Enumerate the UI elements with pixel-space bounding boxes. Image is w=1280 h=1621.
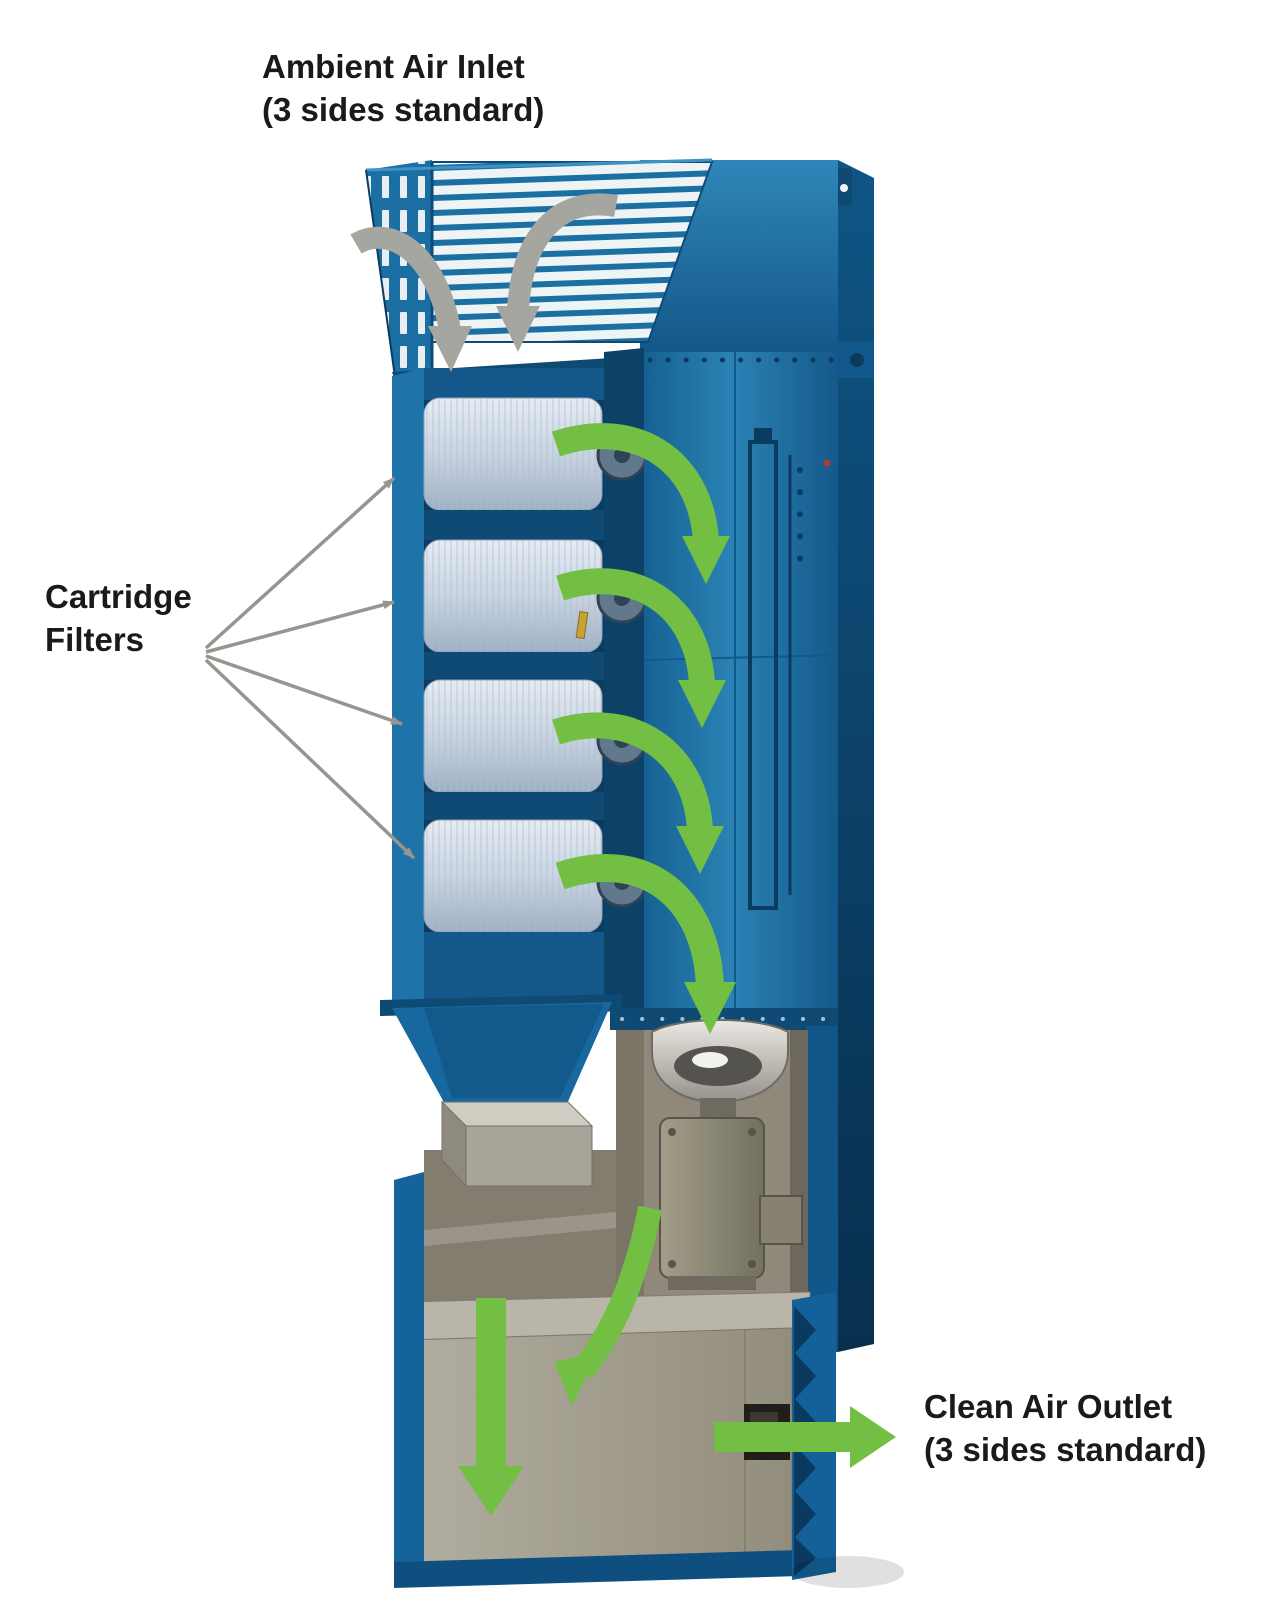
filter-top-beam bbox=[424, 368, 604, 400]
cartridge-filter-1 bbox=[423, 397, 603, 511]
filter-pointer-1 bbox=[204, 476, 396, 650]
filter-pointer-2 bbox=[205, 600, 395, 654]
cartridge-filters-label-line2: Filters bbox=[45, 620, 145, 658]
clean-air-outlet-label-line2: (3 sides standard) bbox=[924, 1430, 1207, 1468]
ambient-air-inlet-label-line2: (3 sides standard) bbox=[262, 90, 545, 128]
clean-air-down-arrow bbox=[458, 1298, 524, 1516]
clean-air-outlet-label-line1: Clean Air Outlet bbox=[924, 1388, 1173, 1425]
cartridge-filter-3 bbox=[423, 679, 603, 793]
cartridge-filter-2 bbox=[423, 539, 603, 653]
indicator-dot bbox=[823, 459, 831, 467]
right-side-panel bbox=[836, 160, 874, 1352]
green-flow-arrows bbox=[458, 423, 896, 1516]
lift-tab-hole bbox=[840, 184, 848, 192]
filter-bottom-panel bbox=[424, 932, 604, 1004]
cabinet-left-frame bbox=[394, 1172, 424, 1582]
motor-bolt bbox=[748, 1260, 756, 1268]
lift-bracket-hole bbox=[850, 353, 864, 367]
fan-chamber-right-edge bbox=[790, 1030, 808, 1330]
cabinet-bottom-rail bbox=[394, 1550, 800, 1588]
mid-chamber-floor bbox=[424, 1212, 616, 1246]
cartridge-filter-4 bbox=[423, 819, 603, 933]
filter-pointer-lines bbox=[204, 476, 416, 860]
ambient-air-inlet-label-line1: Ambient Air Inlet bbox=[262, 48, 525, 85]
motor-junction-box bbox=[759, 1195, 803, 1245]
top-edge-highlight bbox=[365, 158, 713, 172]
inlet-arrow-right bbox=[496, 193, 618, 352]
flow-arrow-4 bbox=[555, 854, 736, 1034]
filter-shelf-2 bbox=[424, 652, 604, 680]
hopper-funnel-front bbox=[424, 1004, 604, 1098]
left-outer-edge bbox=[365, 169, 397, 385]
filter-pointer-3 bbox=[205, 654, 403, 726]
motor-base-flange bbox=[668, 1276, 756, 1290]
cartridge-filters-label-line1: Cartridge bbox=[45, 578, 192, 615]
top-inlet-section bbox=[365, 158, 838, 396]
flow-arrow-fan-down bbox=[554, 1205, 662, 1406]
ground-shadow bbox=[792, 1556, 904, 1588]
clean-air-outlet-label: Clean Air Outlet (3 sides standard) bbox=[924, 1386, 1206, 1472]
clean-air-out-arrow bbox=[714, 1406, 896, 1468]
filter-chamber-left-wall bbox=[392, 368, 424, 1012]
inlet-perforations bbox=[366, 160, 432, 384]
center-divider-wall bbox=[604, 348, 644, 1012]
panel-seam-h bbox=[643, 654, 839, 661]
dust-tray bbox=[440, 1100, 594, 1188]
filter-pointer-4 bbox=[204, 658, 416, 860]
motor-bolt bbox=[668, 1128, 676, 1136]
inlet-arrow-left bbox=[350, 226, 472, 372]
fan-assembly bbox=[651, 1019, 803, 1290]
filter-shelf-1 bbox=[424, 510, 604, 540]
hopper-section bbox=[380, 994, 622, 1188]
motor-bolt bbox=[668, 1260, 676, 1268]
interior-frame-bracket bbox=[754, 428, 772, 444]
ambient-air-inlet-label: Ambient Air Inlet (3 sides standard) bbox=[262, 46, 544, 132]
flow-arrow-3 bbox=[552, 712, 724, 874]
fan-motor-housing bbox=[659, 1117, 765, 1279]
cartridge-filters-label: Cartridge Filters bbox=[45, 576, 192, 662]
latch-handle bbox=[575, 611, 589, 639]
flow-arrow-1 bbox=[551, 423, 730, 584]
ambient-inlet-arrows bbox=[350, 193, 618, 372]
side-wall bbox=[838, 160, 874, 1352]
filter-shelf-3 bbox=[424, 792, 604, 820]
flow-arrow-2 bbox=[556, 568, 726, 728]
motor-bolt bbox=[748, 1128, 756, 1136]
fan-inlet-highlight bbox=[692, 1052, 728, 1068]
filter-section bbox=[392, 348, 648, 1012]
